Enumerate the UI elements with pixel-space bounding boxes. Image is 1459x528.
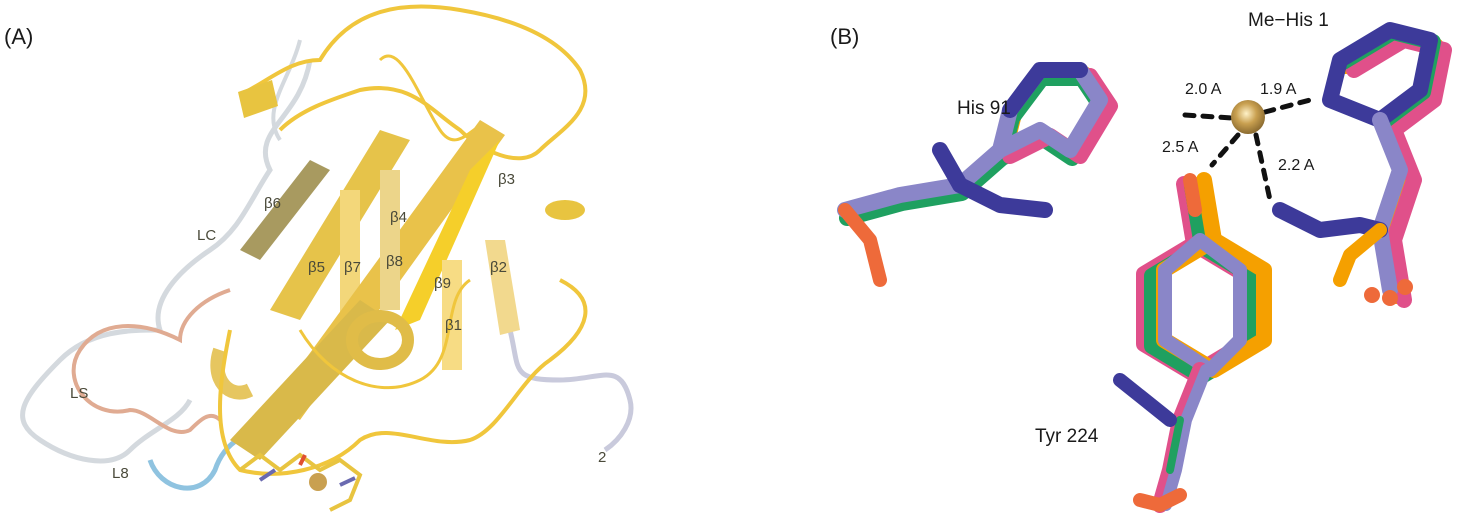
tyr224-model <box>1113 172 1272 513</box>
strand-b3-label: β3 <box>498 171 515 188</box>
strand-b2-label: β2 <box>490 259 507 276</box>
residue-his91-label: His 91 <box>957 98 1011 119</box>
loop-ls <box>71 288 231 434</box>
loop-lc <box>20 59 313 464</box>
strand-b6 <box>240 160 330 260</box>
strand-b1-label: β1 <box>445 317 462 334</box>
residue-mehis1-label: Me−His 1 <box>1248 10 1329 31</box>
his91-model <box>837 62 1118 287</box>
panel-b-active-site <box>837 22 1452 513</box>
strand-b4-label: β4 <box>390 209 407 226</box>
strand-b7-label: β7 <box>344 259 361 276</box>
loop-lc-label: LC <box>197 227 216 244</box>
strand-b9 <box>395 140 500 330</box>
distance-label-his91: 2.0 A <box>1185 81 1222 98</box>
distance-label-mehis1-ring: 1.9 A <box>1260 81 1297 98</box>
mehis1-model <box>1272 22 1452 308</box>
panel-a-label: (A) <box>4 24 33 49</box>
coordination-bonds <box>1182 97 1313 203</box>
residue-tyr224-label: Tyr 224 <box>1035 426 1099 447</box>
cut-off-label: 2 <box>598 449 606 466</box>
strand-b4 <box>380 170 400 310</box>
strand-b5-label: β5 <box>308 259 325 276</box>
metal-ion-b <box>1231 100 1265 134</box>
strand-b8-label: β8 <box>386 253 403 270</box>
strand-b9-label: β9 <box>434 275 451 292</box>
distance-label-tyr224: 2.5 A <box>1162 139 1199 156</box>
loop-ls-label: LS <box>70 385 88 402</box>
panel-a-protein-ribbon <box>20 4 634 512</box>
strand-b6-label: β6 <box>264 195 281 212</box>
metal-ion-a <box>309 473 327 491</box>
strand-b2 <box>485 240 520 335</box>
loop-l8-label: L8 <box>112 465 129 482</box>
distance-label-mehis1-amine: 2.2 A <box>1278 157 1315 174</box>
panel-b-label: (B) <box>830 24 859 49</box>
